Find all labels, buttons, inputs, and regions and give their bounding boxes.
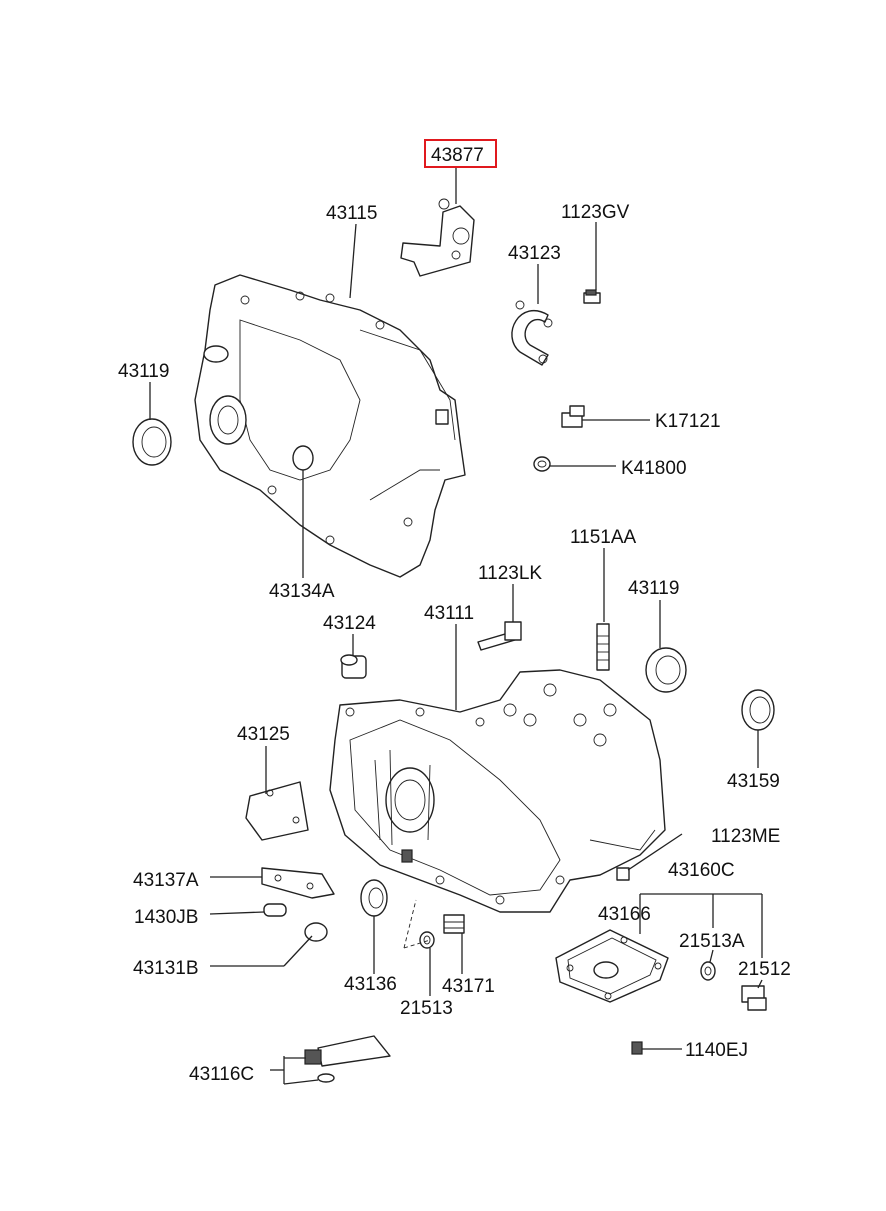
label-43125[interactable]: 43125: [237, 724, 290, 745]
label-43171[interactable]: 43171: [442, 976, 495, 997]
label-43136[interactable]: 43136: [344, 974, 397, 995]
label-43137A[interactable]: 43137A: [133, 870, 199, 891]
label-43159[interactable]: 43159: [727, 771, 780, 792]
bolt-1123LK[interactable]: [477, 621, 522, 651]
highlight-box-43877: [424, 139, 497, 168]
plug-43171[interactable]: [443, 914, 465, 934]
label-43119-mid[interactable]: 43119: [628, 578, 679, 599]
plug-21512[interactable]: [741, 985, 767, 1011]
label-21513[interactable]: 21513: [400, 998, 453, 1019]
label-43877[interactable]: 43877: [431, 145, 484, 166]
label-K17121[interactable]: K17121: [655, 411, 721, 432]
label-1123LK[interactable]: 1123LK: [478, 563, 542, 584]
label-43131B[interactable]: 43131B: [133, 958, 199, 979]
seal-43159[interactable]: [741, 689, 775, 731]
seal-43119-top[interactable]: [132, 418, 172, 466]
label-43119-top[interactable]: 43119: [118, 361, 169, 382]
bolt-1140EJ[interactable]: [631, 1041, 682, 1055]
bracket-43137A[interactable]: [261, 867, 335, 899]
pin-1430JB[interactable]: [263, 903, 287, 917]
label-1123GV[interactable]: 1123GV: [561, 202, 630, 223]
label-K41800[interactable]: K41800: [621, 458, 687, 479]
label-43115[interactable]: 43115: [326, 203, 377, 224]
label-43123[interactable]: 43123: [508, 243, 561, 264]
label-21512[interactable]: 21512: [738, 959, 791, 980]
washer-21513[interactable]: [419, 931, 435, 949]
bushing-43124[interactable]: [340, 654, 367, 679]
seal-43136[interactable]: [360, 879, 388, 917]
cover-43166[interactable]: [555, 929, 669, 1003]
seal-43119-mid[interactable]: [645, 647, 687, 693]
tube-43116C[interactable]: [304, 1035, 391, 1083]
label-1430JB[interactable]: 1430JB: [134, 907, 198, 928]
label-1140EJ[interactable]: 1140EJ: [685, 1040, 748, 1061]
label-1123ME[interactable]: 1123ME: [711, 826, 780, 847]
washer-21513A[interactable]: [700, 961, 716, 981]
leader-lines: [149, 166, 763, 1085]
label-43116C[interactable]: 43116C: [189, 1064, 254, 1085]
bracket-43877[interactable]: [400, 198, 475, 277]
case-43111[interactable]: [329, 669, 666, 913]
label-43134A[interactable]: 43134A: [269, 581, 335, 602]
bolt-1123GV[interactable]: [583, 289, 601, 304]
housing-43115[interactable]: [194, 274, 466, 578]
label-43166[interactable]: 43166: [598, 904, 651, 925]
label-43160C[interactable]: 43160C: [668, 860, 735, 881]
plug-43131B[interactable]: [304, 922, 328, 942]
bolt-1123ME[interactable]: [616, 833, 683, 881]
label-43111[interactable]: 43111: [424, 603, 474, 624]
bolt-K17121[interactable]: [561, 405, 650, 428]
breather-1151AA[interactable]: [596, 623, 610, 671]
washer-K41800[interactable]: [533, 456, 551, 472]
label-1151AA[interactable]: 1151AA: [570, 527, 637, 548]
cover-plate-43125[interactable]: [245, 781, 309, 841]
clip-43123[interactable]: [511, 300, 553, 366]
label-21513A[interactable]: 21513A: [679, 931, 745, 952]
label-43124[interactable]: 43124: [323, 613, 376, 634]
